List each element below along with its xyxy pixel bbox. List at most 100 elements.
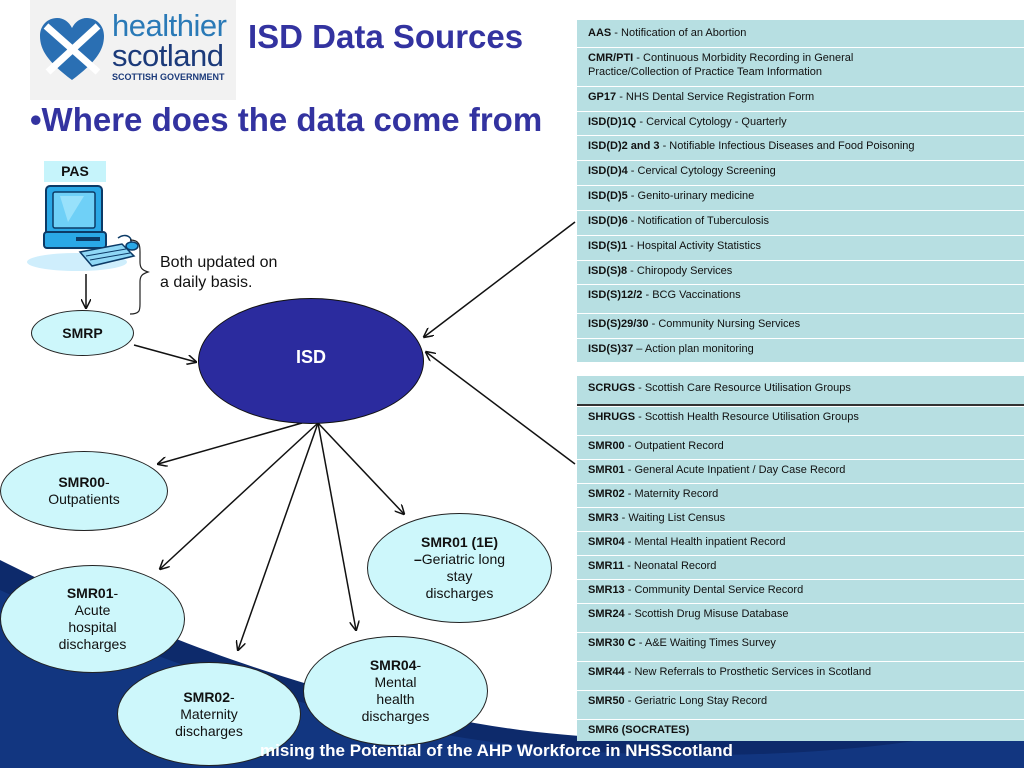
row-divider (577, 719, 1024, 720)
smr04-code: SMR04 (369, 657, 417, 673)
source-description: Action plan monitoring (644, 343, 754, 355)
row-divider (577, 661, 1024, 662)
row-divider (577, 86, 1024, 87)
source-description: Continuous Morbidity Recording in Genera… (588, 52, 854, 78)
smr01-desc-line1: Acute (74, 602, 111, 618)
source-separator: - (624, 488, 635, 500)
table-row: SMR04 - Mental Health inpatient Record (577, 535, 1024, 549)
source-separator: - (624, 695, 635, 707)
footer-title: mising the Potential of the AHP Workforc… (260, 741, 733, 760)
source-description: Notification of Tuberculosis (637, 215, 769, 227)
source-separator: - (624, 560, 634, 572)
smr04-desc-line3: discharges (361, 708, 430, 724)
source-description: Outpatient Record (634, 440, 724, 452)
row-divider (577, 555, 1024, 556)
table-row: SMR6 (SOCRATES) (577, 723, 1024, 737)
pas-label: PAS (44, 161, 106, 182)
bullet-heading: •Where does the data come from (30, 101, 543, 138)
table-row: SMR01 - General Acute Inpatient / Day Ca… (577, 463, 1024, 477)
source-code: ISD(S)8 (588, 265, 628, 277)
smrp-node: SMRP (31, 310, 134, 356)
source-separator: - (624, 464, 635, 476)
smrp-label: SMRP (62, 324, 103, 341)
table-row: GP17 - NHS Dental Service Registration F… (577, 90, 1024, 104)
table-row: ISD(S)12/2 - BCG Vaccinations (577, 288, 1024, 302)
smr01e-desc-line2: stay (446, 568, 473, 584)
section-divider (577, 404, 1024, 406)
row-divider (577, 690, 1024, 691)
source-code: SMR3 (588, 512, 619, 524)
source-code: SHRUGS (588, 411, 636, 423)
smr01-desc-line3: discharges (58, 636, 127, 652)
source-separator: - (624, 584, 635, 596)
table-row: SMR00 - Outpatient Record (577, 439, 1024, 453)
source-code: AAS (588, 27, 612, 39)
row-divider (577, 160, 1024, 161)
row-divider (577, 406, 1024, 407)
row-divider (577, 185, 1024, 186)
logo-word-scotland: scotland (112, 38, 224, 73)
logo-word-healthier: healthier (112, 8, 227, 43)
table-row: SMR13 - Community Dental Service Record (577, 583, 1024, 597)
smr02-node: SMR02- Maternity discharges (117, 662, 301, 766)
table-row: SMR30 C - A&E Waiting Times Survey (577, 636, 1024, 650)
source-code: SMR6 (SOCRATES) (588, 724, 690, 736)
table-row: ISD(S)29/30 - Community Nursing Services (577, 317, 1024, 331)
row-divider (577, 338, 1024, 339)
table-row: AAS - Notification of an Abortion (577, 26, 1024, 40)
row-divider (577, 507, 1024, 508)
table-row: SMR44 - New Referrals to Prosthetic Serv… (577, 665, 1024, 679)
source-code: SMR44 (588, 666, 625, 678)
source-code: SCRUGS (588, 382, 636, 394)
source-code: SMR24 (588, 608, 625, 620)
source-description: Notifiable Infectious Diseases and Food … (669, 140, 915, 152)
source-code: ISD(D)1Q (588, 116, 637, 128)
source-separator: - (648, 318, 659, 330)
smr01-dash: - (113, 585, 119, 601)
table-row: ISD(D)4 - Cervical Cytology Screening (577, 164, 1024, 178)
source-separator: - (627, 165, 638, 177)
row-divider (577, 284, 1024, 285)
row-divider (577, 531, 1024, 532)
row-divider (577, 632, 1024, 633)
table-row: ISD(D)6 - Notification of Tuberculosis (577, 214, 1024, 228)
smr04-dash: - (416, 657, 422, 673)
smr01-code: SMR01 (66, 585, 114, 601)
smr00-dash: - (105, 474, 110, 490)
source-code: ISD(S)1 (588, 240, 628, 252)
saltire-heart-icon (40, 18, 104, 80)
source-description: Notification of an Abortion (621, 27, 747, 39)
source-code: ISD(D)6 (588, 215, 628, 227)
page-title: ISD Data Sources (248, 18, 524, 55)
smr01e-dash: – (413, 551, 422, 567)
source-separator: - (624, 440, 635, 452)
smr04-desc-line2: health (376, 691, 415, 707)
source-code: SMR00 (588, 440, 625, 452)
table-row: ISD(S)1 - Hospital Activity Statistics (577, 239, 1024, 253)
isd-to-smr00-arrow (158, 422, 303, 464)
source-description: NHS Dental Service Registration Form (625, 91, 815, 103)
source-separator: - (624, 666, 635, 678)
isd-to-smr01e-arrow (317, 422, 404, 514)
row-divider (577, 235, 1024, 236)
source-separator: - (636, 116, 647, 128)
row-divider (577, 135, 1024, 136)
smr01-desc-line2: hospital (68, 619, 117, 635)
table-row: SMR11 - Neonatal Record (577, 559, 1024, 573)
source-code: SMR30 C (588, 637, 636, 649)
row-divider (577, 313, 1024, 314)
smr02-desc-line1: Maternity (180, 705, 238, 722)
source-description: Scottish Health Resource Utilisation Gro… (644, 411, 859, 423)
source-description: Mental Health inpatient Record (634, 536, 786, 548)
source-separator: - (624, 608, 635, 620)
source-separator: - (627, 190, 638, 202)
source-separator: - (627, 265, 637, 277)
isd-to-smr02-arrow (238, 422, 319, 650)
table-row: ISD(S)37 – Action plan monitoring (577, 342, 1024, 356)
source-description: A&E Waiting Times Survey (644, 637, 776, 649)
source-description: Hospital Activity Statistics (636, 240, 761, 252)
source-code: SMR04 (588, 536, 625, 548)
table-row: SMR50 - Geriatric Long Stay Record (577, 694, 1024, 708)
